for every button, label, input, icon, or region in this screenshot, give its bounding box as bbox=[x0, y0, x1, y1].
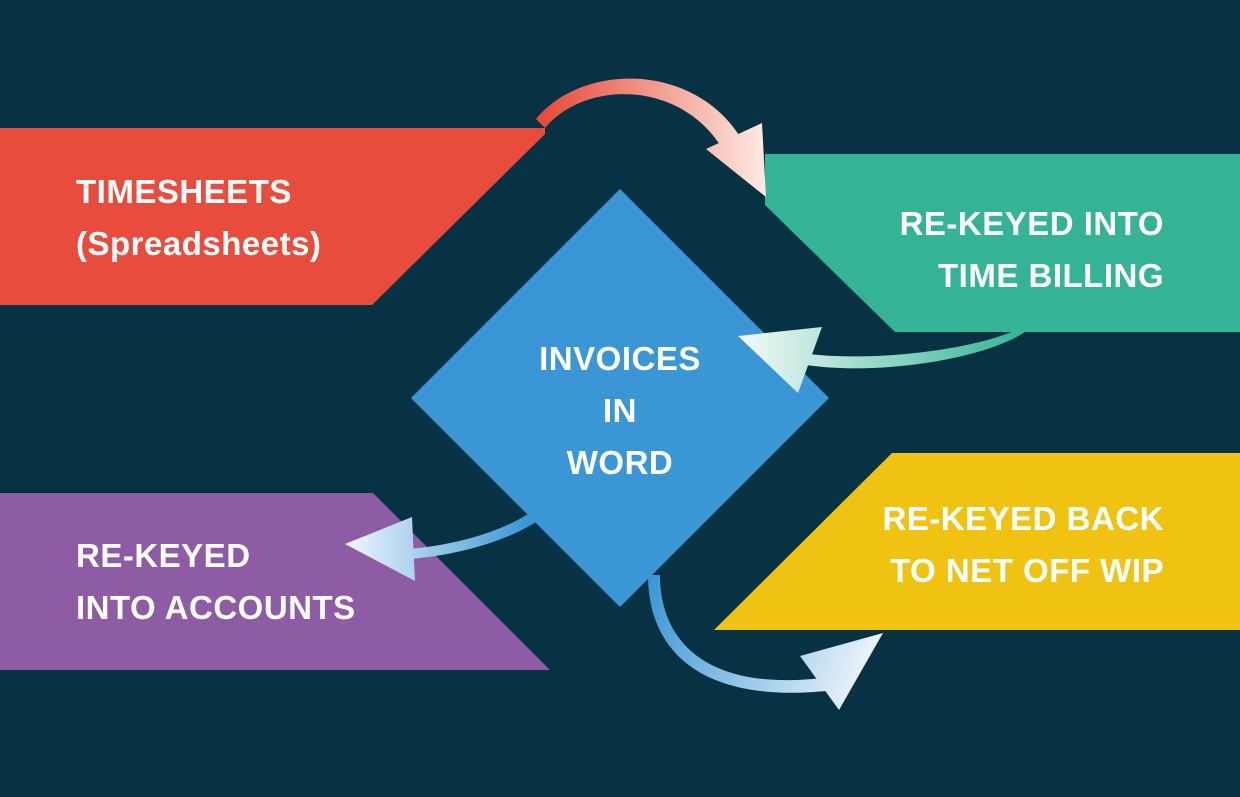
timesheets-title: TIMESHEETS bbox=[76, 173, 292, 210]
invoices-label: INVOICES IN WORD bbox=[520, 333, 720, 489]
arrow-timesheets-to-billing bbox=[536, 78, 766, 197]
timesheets-subtitle: (Spreadsheets) bbox=[76, 225, 322, 262]
arrow-invoices-to-accounts bbox=[345, 514, 536, 581]
wip-line1: RE-KEYED BACK bbox=[882, 500, 1164, 537]
accounts-line1: RE-KEYED bbox=[76, 537, 251, 574]
wip-line2: TO NET OFF WIP bbox=[889, 552, 1164, 589]
time-billing-line1: RE-KEYED INTO bbox=[899, 205, 1164, 242]
timesheets-band bbox=[0, 128, 545, 305]
invoices-line1: INVOICES bbox=[539, 340, 701, 377]
invoices-diamond bbox=[411, 189, 829, 607]
arrow-invoices-to-wip bbox=[648, 575, 883, 710]
wip-label: RE-KEYED BACK TO NET OFF WIP bbox=[882, 493, 1164, 597]
invoices-line3: WORD bbox=[566, 444, 674, 481]
timesheets-label: TIMESHEETS (Spreadsheets) bbox=[76, 166, 321, 270]
accounts-label: RE-KEYED INTO ACCOUNTS bbox=[76, 530, 356, 634]
time-billing-band bbox=[765, 154, 1240, 332]
accounts-line2: INTO ACCOUNTS bbox=[76, 589, 356, 626]
wip-band bbox=[714, 453, 1240, 630]
invoices-line2: IN bbox=[603, 392, 637, 429]
time-billing-line2: TIME BILLING bbox=[938, 257, 1164, 294]
time-billing-label: RE-KEYED INTO TIME BILLING bbox=[900, 198, 1164, 302]
arrow-billing-to-invoices bbox=[738, 327, 1025, 393]
